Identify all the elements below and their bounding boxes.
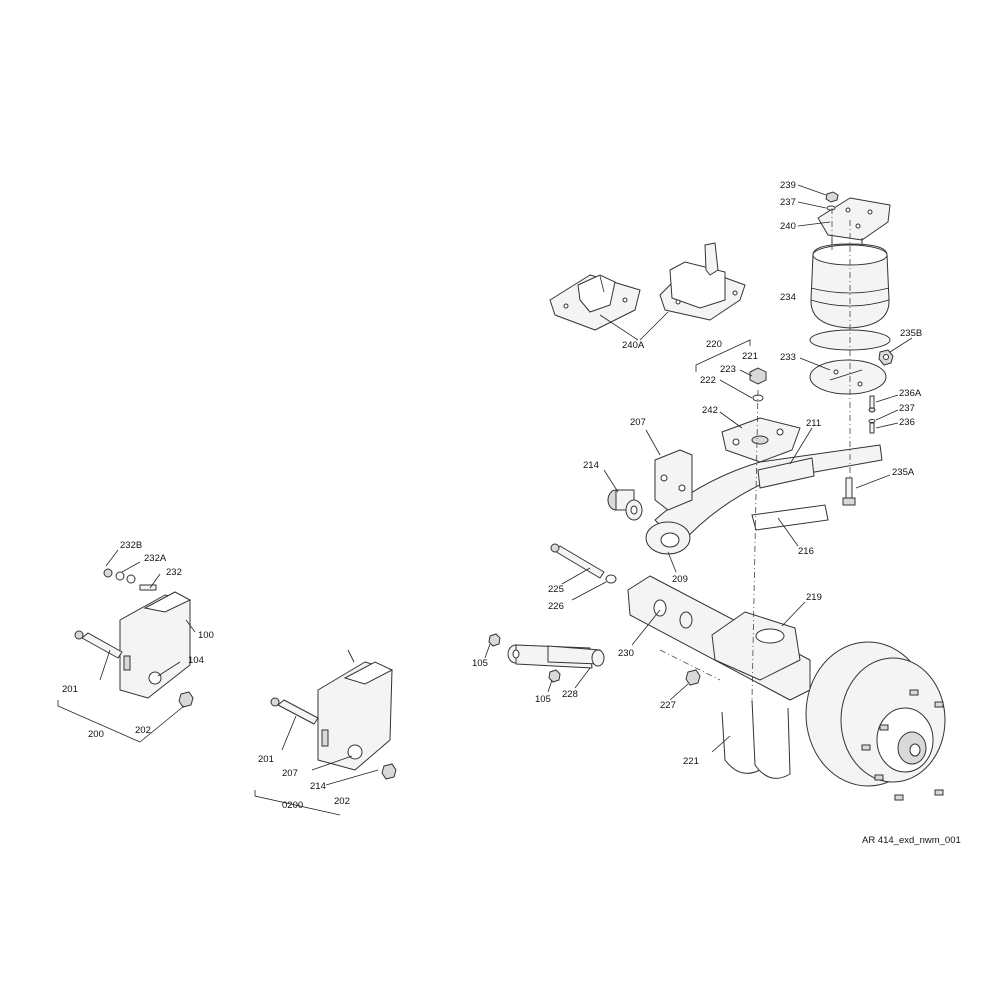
callout-226: 226 [548, 601, 564, 612]
callout-200: 200 [88, 729, 104, 740]
callout-232b: 232B [120, 540, 142, 551]
drawing-reference-caption: AR 414_exd_nwm_001 [862, 835, 961, 846]
callout-221-top: 221 [742, 351, 758, 362]
callout-207-bottom: 207 [282, 768, 298, 779]
callout-235b: 235B [900, 328, 922, 339]
callout-237-bottom: 237 [899, 403, 915, 414]
nut-221 [749, 367, 767, 402]
callout-240: 240 [780, 221, 796, 232]
washers-232 [103, 568, 157, 591]
callout-201-left: 201 [62, 684, 78, 695]
callout-labels: 239 237 240 234 235B 240A 220 221 223 22… [62, 180, 922, 811]
bushing-214 [607, 489, 643, 521]
nut-202-a [178, 691, 194, 708]
leader-lines [57, 184, 913, 816]
callout-221-bottom: 221 [683, 756, 699, 767]
axle-seat-219 [711, 611, 801, 681]
bolt-225 [550, 543, 617, 584]
callout-236: 236 [899, 417, 915, 428]
bolt-235a [842, 477, 856, 506]
callout-201-right: 201 [258, 754, 274, 765]
callout-214: 214 [583, 460, 599, 471]
nut-202-b [381, 763, 397, 780]
callout-214-bottom: 214 [310, 781, 326, 792]
shock-absorber [507, 644, 605, 669]
callout-233: 233 [780, 352, 796, 363]
bolt-201-b [270, 697, 319, 725]
centerlines [659, 208, 851, 701]
bolt-201-a [74, 630, 123, 659]
u-bolt-221 [721, 699, 791, 779]
bolt-236a [868, 395, 876, 434]
callout-211: 211 [806, 418, 821, 429]
wheel-studs [861, 689, 944, 801]
callout-232a: 232A [144, 553, 167, 564]
callout-234: 234 [780, 292, 796, 303]
callout-230: 230 [618, 648, 634, 659]
callout-220: 220 [706, 339, 722, 350]
bracket-207 [654, 449, 693, 511]
callout-222: 222 [700, 375, 716, 386]
callout-100: 100 [198, 630, 214, 641]
callout-227: 227 [660, 700, 676, 711]
callout-232: 232 [166, 567, 182, 578]
callout-228: 228 [562, 689, 578, 700]
callout-225: 225 [548, 584, 564, 595]
callout-216: 216 [798, 546, 814, 557]
callout-0200: 0200 [282, 800, 303, 811]
callout-236a: 236A [899, 388, 922, 399]
hanger-bracket-0200 [317, 649, 394, 771]
nut-227 [685, 669, 701, 686]
nut-105-left [488, 633, 501, 647]
air-spring-base-plate [809, 359, 887, 395]
callout-237-top: 237 [780, 197, 796, 208]
hanger-bracket-200 [119, 591, 192, 699]
callout-240a: 240A [622, 340, 645, 351]
nut-105-right [548, 669, 561, 683]
trailing-arm [645, 444, 883, 555]
hub-drum [805, 641, 946, 801]
callout-239: 239 [780, 180, 796, 191]
mounting-bracket-right [659, 242, 746, 321]
callout-105-left: 105 [472, 658, 488, 669]
callout-242: 242 [702, 405, 718, 416]
spring-clamp-plate [721, 417, 801, 463]
callout-202-left: 202 [135, 725, 151, 736]
callout-209: 209 [672, 574, 688, 585]
callout-104: 104 [188, 655, 204, 666]
top-nut [825, 191, 839, 211]
nut-235b [878, 349, 894, 366]
callout-219: 219 [806, 592, 822, 603]
callout-207: 207 [630, 417, 646, 428]
callout-202-right: 202 [334, 796, 350, 807]
callout-235a: 235A [892, 467, 915, 478]
callout-105-right: 105 [535, 694, 551, 705]
callout-223: 223 [720, 364, 736, 375]
mounting-bracket-left [549, 274, 641, 331]
